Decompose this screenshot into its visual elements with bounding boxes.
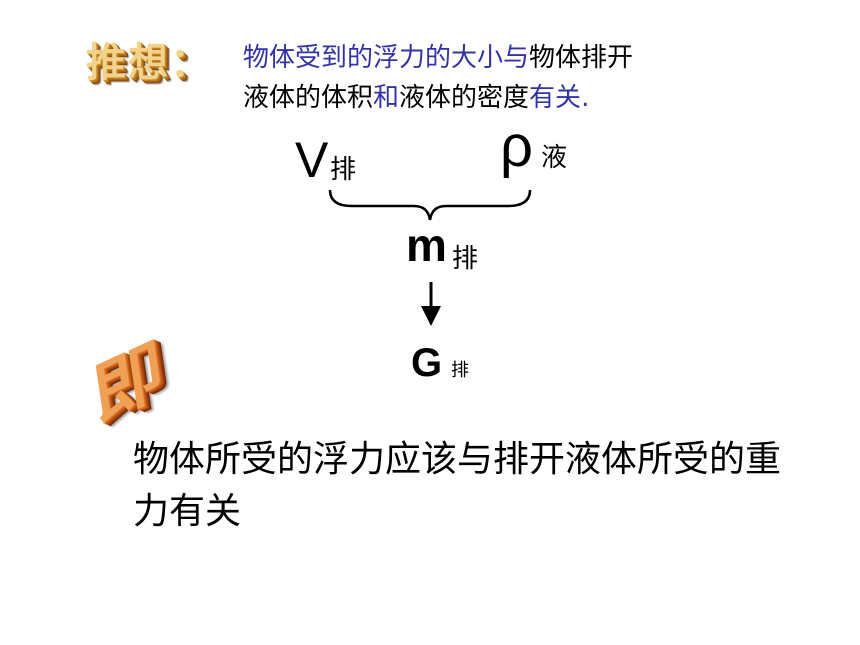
mass-subscript: 排 [452, 244, 479, 274]
conclusion-text: 物体所受的浮力应该与排开液体所受的重力有关 [133, 439, 782, 532]
volume-symbol: V [295, 132, 329, 188]
hypothesis-part-6: . [581, 83, 590, 113]
heading-wordart: 推想： [86, 40, 212, 86]
hypothesis-part-2b: 液体的体积 [243, 83, 374, 113]
density-symbol: ρ [500, 114, 533, 179]
down-arrow-icon [421, 282, 441, 326]
hypothesis-part-1: 物体受到的浮力的大小与 [243, 43, 530, 73]
hypothesis-part-4: 液体的密度 [399, 83, 530, 113]
density-subscript: 液 [541, 143, 568, 173]
ji-wordart: 即 [88, 326, 171, 438]
hypothesis-text: 物体受到的浮力的大小与物体排开液体的体积和液体的密度有关. [243, 38, 763, 118]
hypothesis-part-3: 和 [373, 83, 400, 113]
weight-symbol: G [411, 341, 443, 385]
hypothesis-part-5: 有关 [529, 83, 582, 113]
weight-subscript: 排 [451, 360, 469, 381]
mass-symbol: m [406, 219, 447, 271]
hypothesis-part-2: 物体排开 [529, 43, 634, 73]
combine-brace [328, 189, 532, 221]
volume-subscript: 排 [330, 155, 357, 185]
